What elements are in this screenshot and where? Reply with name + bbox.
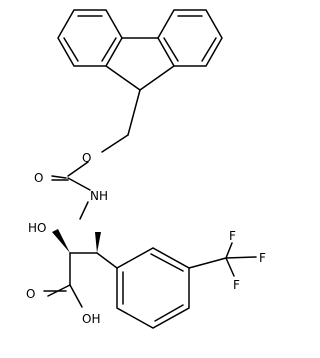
acid-hydroxyl-label: OH xyxy=(82,312,100,326)
carbamate-linkage xyxy=(51,89,141,191)
fluorine-right-label: F xyxy=(259,251,266,265)
fluorene-right-ring xyxy=(157,9,223,67)
fluorine-top-label: F xyxy=(229,229,236,243)
amide-nh-label: NH xyxy=(90,189,108,203)
acid-oxygen-label: O xyxy=(26,287,35,301)
hydroxyl-label: HO xyxy=(28,221,46,235)
fluorene-five-ring xyxy=(105,37,175,91)
fluorine-bottom-label: F xyxy=(233,278,240,292)
carbonyl-oxygen-label: O xyxy=(34,171,43,185)
aryl-ring xyxy=(116,247,190,329)
stereo-wedge-nitrogen xyxy=(95,232,101,253)
chemical-structure: O O NH HO O OH F F F xyxy=(26,9,266,329)
stereo-wedge-hydroxyl xyxy=(52,229,70,253)
trifluoromethyl-group xyxy=(188,242,257,277)
backbone xyxy=(43,201,118,308)
fluorene-left-ring xyxy=(57,9,123,67)
ester-oxygen-label: O xyxy=(82,151,91,165)
